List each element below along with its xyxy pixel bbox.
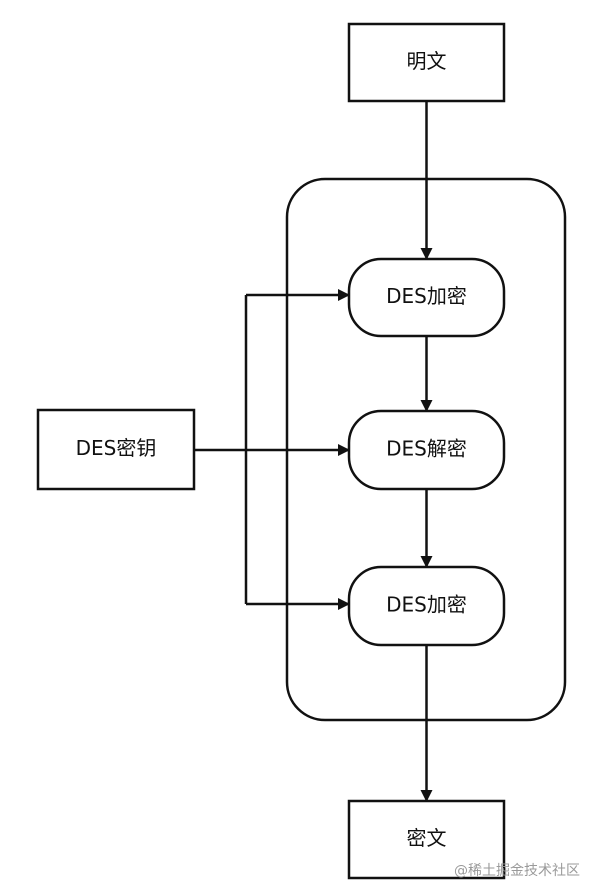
watermark: @稀土掘金技术社区 bbox=[454, 863, 580, 879]
decrypt-label: DES解密 bbox=[386, 437, 467, 461]
key-node: DES密钥 bbox=[36, 408, 196, 491]
plaintext-label: 明文 bbox=[407, 49, 447, 73]
encrypt-1-label: DES加密 bbox=[386, 284, 467, 308]
key-label: DES密钥 bbox=[76, 436, 157, 460]
encrypt-1-node: DES加密 bbox=[347, 257, 506, 338]
encrypt-2-node: DES加密 bbox=[347, 565, 506, 647]
decrypt-node: DES解密 bbox=[347, 409, 506, 491]
plaintext-node: 明文 bbox=[347, 22, 506, 103]
encrypt-2-label: DES加密 bbox=[386, 593, 467, 617]
ciphertext-label: 密文 bbox=[407, 826, 447, 850]
